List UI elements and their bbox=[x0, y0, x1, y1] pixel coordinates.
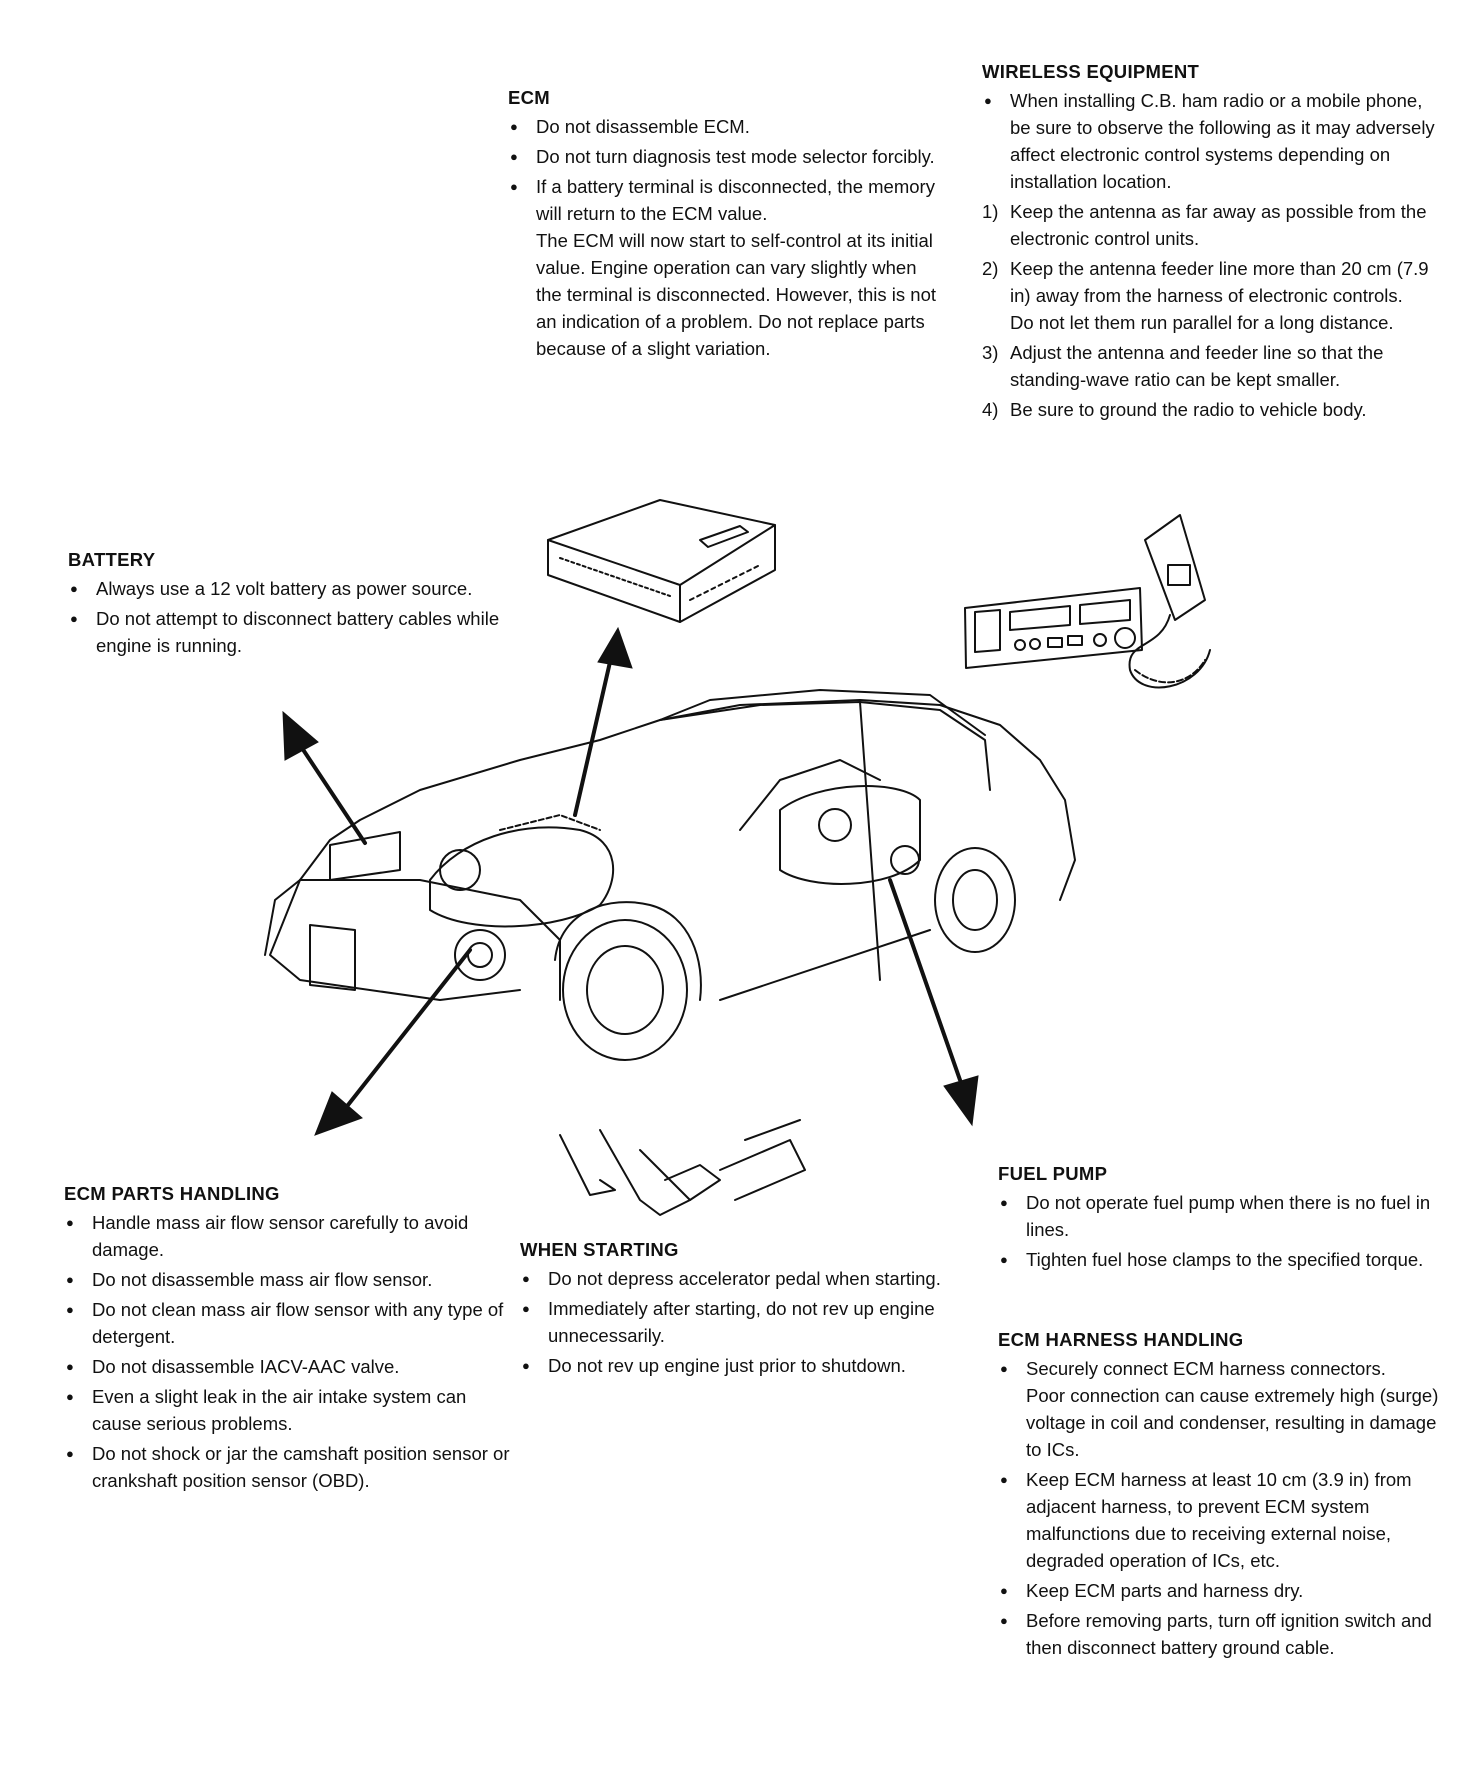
ecm-section: ECM Do not disassemble ECM. Do not turn … bbox=[508, 84, 938, 365]
ecm-item: Do not disassemble ECM. bbox=[508, 113, 938, 140]
harness-heading: ECM HARNESS HANDLING bbox=[998, 1329, 1244, 1350]
wireless-section: WIRELESS EQUIPMENT When installing C.B. … bbox=[982, 58, 1440, 426]
ecm-unit-drawing bbox=[547, 499, 776, 623]
step-text: Keep the antenna feeder line more than 2… bbox=[1010, 258, 1429, 333]
battery-item: Always use a 12 volt battery as power so… bbox=[68, 575, 508, 602]
parts-item: Even a slight leak in the air intake sys… bbox=[64, 1383, 514, 1437]
wireless-intro: When installing C.B. ham radio or a mobi… bbox=[982, 87, 1440, 195]
starting-item: Do not rev up engine just prior to shutd… bbox=[520, 1352, 960, 1379]
step-number: 1) bbox=[982, 201, 999, 222]
wireless-step: 4) Be sure to ground the radio to vehicle… bbox=[982, 396, 1440, 423]
harness-section: ECM HARNESS HANDLING Securely connect EC… bbox=[998, 1326, 1450, 1664]
step-text: Be sure to ground the radio to vehicle b… bbox=[1010, 399, 1367, 420]
radio-drawing bbox=[964, 514, 1211, 689]
step-text: Adjust the antenna and feeder line so th… bbox=[1010, 342, 1384, 390]
battery-section: BATTERY Always use a 12 volt battery as … bbox=[68, 546, 508, 662]
parts-item: Do not disassemble mass air flow sensor. bbox=[64, 1266, 514, 1293]
step-number: 4) bbox=[982, 399, 999, 420]
harness-item: Before removing parts, turn off ignition… bbox=[998, 1607, 1450, 1661]
starting-section: WHEN STARTING Do not depress accelerator… bbox=[520, 1236, 960, 1382]
harness-item: Securely connect ECM harness connectors.… bbox=[998, 1355, 1450, 1463]
wireless-step: 1) Keep the antenna as far away as possib… bbox=[982, 198, 1440, 252]
parts-item: Do not disassemble IACV-AAC valve. bbox=[64, 1353, 514, 1380]
pedal-drawing bbox=[559, 1119, 806, 1216]
fuel-section: FUEL PUMP Do not operate fuel pump when … bbox=[998, 1160, 1438, 1276]
battery-heading: BATTERY bbox=[68, 549, 156, 570]
starting-heading: WHEN STARTING bbox=[520, 1239, 679, 1260]
arrow-to-parts bbox=[314, 948, 472, 1136]
ecm-item: Do not turn diagnosis test mode selector… bbox=[508, 143, 938, 170]
arrow-to-fuel bbox=[888, 878, 979, 1127]
ecm-item: If a battery terminal is disconnected, t… bbox=[508, 173, 938, 362]
parts-item: Handle mass air flow sensor carefully to… bbox=[64, 1209, 514, 1263]
parts-item: Do not clean mass air flow sensor with a… bbox=[64, 1296, 514, 1350]
parts-section: ECM PARTS HANDLING Handle mass air flow … bbox=[64, 1180, 514, 1497]
step-number: 2) bbox=[982, 258, 999, 279]
harness-item: Keep ECM harness at least 10 cm (3.9 in)… bbox=[998, 1466, 1450, 1574]
fuel-item: Tighten fuel hose clamps to the specifie… bbox=[998, 1246, 1438, 1273]
wireless-heading: WIRELESS EQUIPMENT bbox=[982, 61, 1200, 82]
starting-item: Do not depress accelerator pedal when st… bbox=[520, 1265, 960, 1292]
parts-item: Do not shock or jar the camshaft positio… bbox=[64, 1440, 514, 1494]
step-text: Keep the antenna as far away as possible… bbox=[1010, 201, 1427, 249]
fuel-item: Do not operate fuel pump when there is n… bbox=[998, 1189, 1438, 1243]
arrow-to-battery bbox=[282, 710, 367, 845]
arrow-to-ecm bbox=[573, 626, 633, 817]
starting-item: Immediately after starting, do not rev u… bbox=[520, 1295, 960, 1349]
wireless-step: 3) Adjust the antenna and feeder line so … bbox=[982, 339, 1440, 393]
wireless-step: 2) Keep the antenna feeder line more than… bbox=[982, 255, 1440, 336]
parts-heading: ECM PARTS HANDLING bbox=[64, 1183, 280, 1204]
step-number: 3) bbox=[982, 342, 999, 363]
battery-item: Do not attempt to disconnect battery cab… bbox=[68, 605, 508, 659]
fuel-heading: FUEL PUMP bbox=[998, 1163, 1108, 1184]
car-drawing bbox=[264, 689, 1076, 1061]
ecm-heading: ECM bbox=[508, 87, 551, 108]
harness-item: Keep ECM parts and harness dry. bbox=[998, 1577, 1450, 1604]
